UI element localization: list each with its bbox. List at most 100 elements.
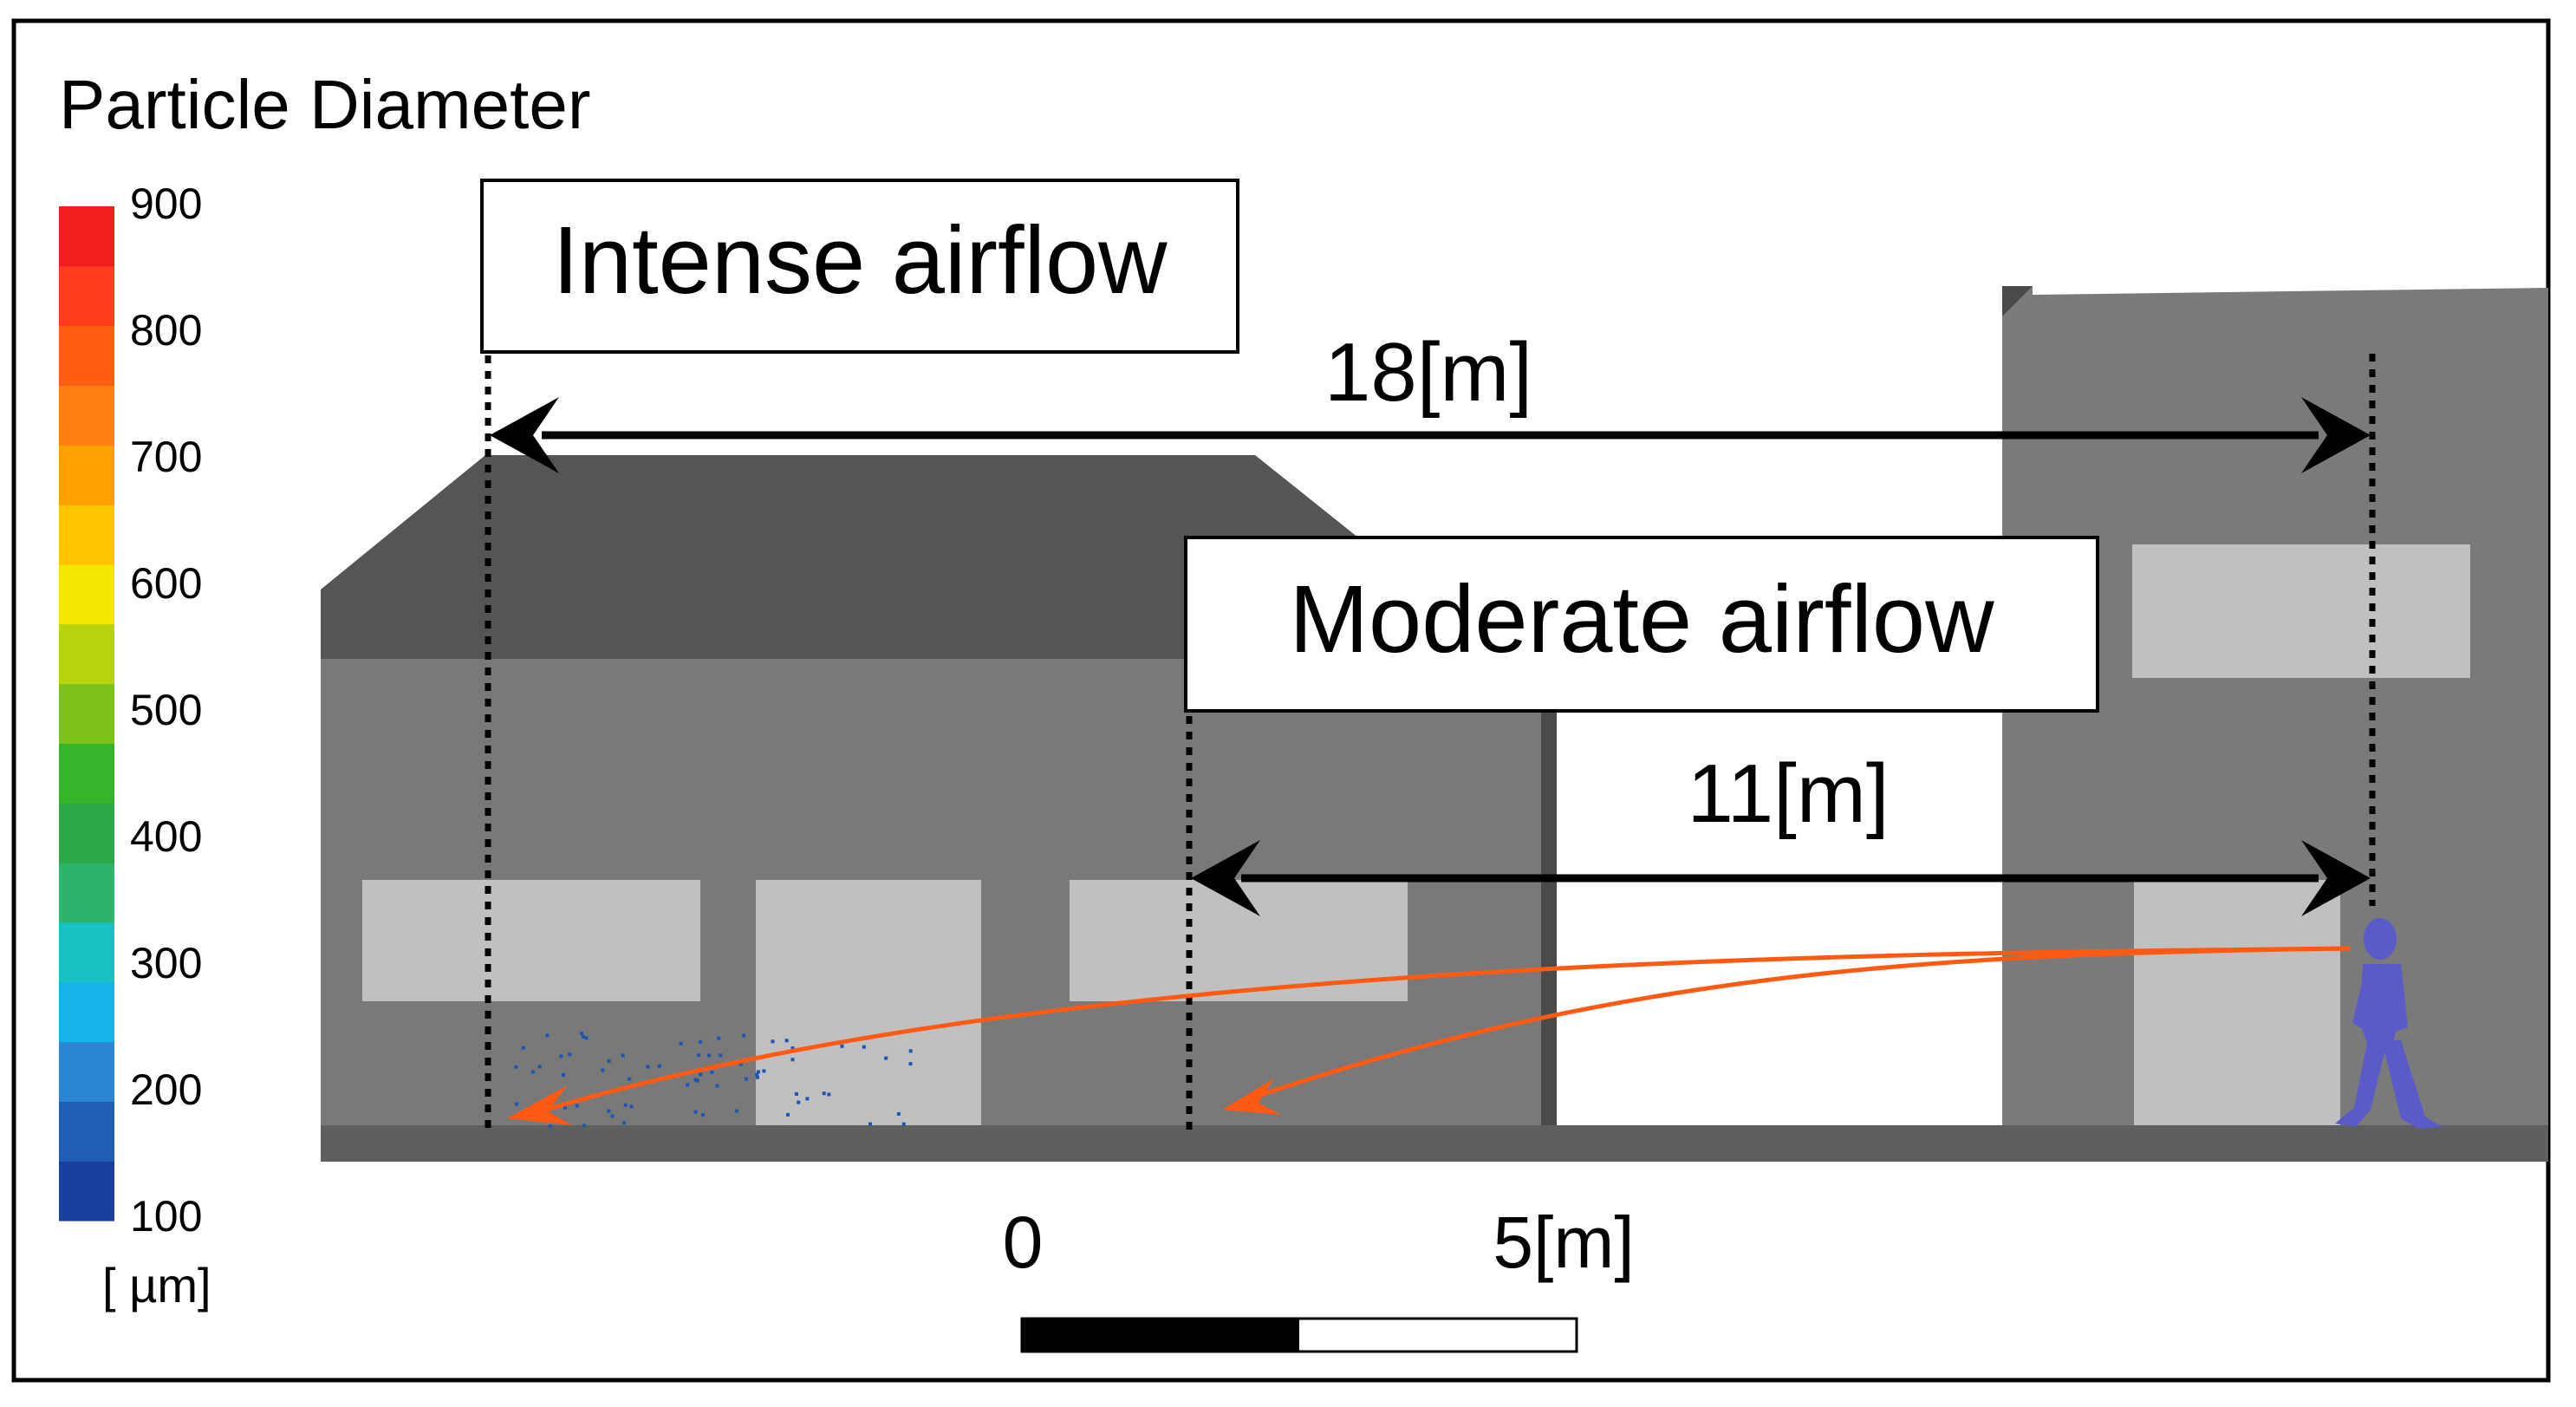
particle xyxy=(701,1113,705,1117)
particle xyxy=(762,1069,766,1073)
particle xyxy=(601,1068,605,1072)
particle xyxy=(695,1078,699,1083)
tick-label-900: 900 xyxy=(130,179,202,228)
colorbar-segment xyxy=(59,265,114,327)
colorbar-segment xyxy=(59,1101,114,1162)
door-window xyxy=(2134,880,2340,1127)
particle xyxy=(621,1053,625,1058)
colorbar-segment xyxy=(59,505,114,565)
particle xyxy=(696,1053,700,1058)
particle xyxy=(745,1077,748,1081)
person-arm xyxy=(2352,971,2375,1028)
particle xyxy=(901,1122,906,1126)
colorbar-segment xyxy=(59,743,114,804)
particle xyxy=(607,1059,611,1063)
arrowhead-right-18m xyxy=(2301,397,2371,473)
person-head xyxy=(2364,918,2397,960)
left-building-roof xyxy=(321,455,1380,668)
dimension-arrows xyxy=(490,397,2371,916)
particle xyxy=(686,1083,690,1087)
particle xyxy=(646,1065,650,1069)
particle xyxy=(515,1102,519,1106)
particle xyxy=(868,1122,872,1126)
particle xyxy=(679,1041,683,1045)
colorbar-segment xyxy=(59,683,114,745)
particle xyxy=(623,1103,628,1107)
particle xyxy=(771,1039,775,1044)
person-leg-front xyxy=(2382,1040,2443,1129)
particle xyxy=(840,1044,844,1048)
scale-bar-end-label: 5[m] xyxy=(1493,1202,1634,1283)
colorbar-ticks: 900 800 700 600 500 400 300 200 100 xyxy=(130,179,202,1241)
particle xyxy=(530,1070,535,1074)
reference-lines xyxy=(485,354,2376,1130)
particle xyxy=(756,1075,759,1079)
colorbar-segment xyxy=(59,1161,114,1221)
particle xyxy=(784,1039,789,1043)
ground-strip xyxy=(321,1125,2548,1162)
moderate-airflow-label: Moderate airflow xyxy=(1289,566,1994,673)
particle xyxy=(607,1109,611,1113)
colorbar-segment xyxy=(59,922,114,983)
particle xyxy=(582,1035,585,1039)
tick-label-100: 100 xyxy=(130,1192,202,1241)
tick-label-800: 800 xyxy=(130,306,202,355)
particle xyxy=(719,1053,723,1058)
colorbar xyxy=(59,206,114,1221)
particle xyxy=(580,1032,583,1036)
particle xyxy=(786,1112,790,1117)
tick-label-400: 400 xyxy=(130,812,202,861)
particle xyxy=(575,1104,579,1108)
colorbar-segment xyxy=(59,385,114,446)
particle xyxy=(755,1072,759,1077)
intense-trajectory-arrowhead xyxy=(507,1085,572,1125)
particle xyxy=(610,1114,615,1118)
particle xyxy=(756,1070,760,1074)
particle xyxy=(699,1039,703,1044)
particle xyxy=(628,1077,632,1081)
particle xyxy=(693,1110,698,1114)
walking-person xyxy=(2335,918,2443,1129)
colorbar-segment xyxy=(59,863,114,923)
colorbar-segment xyxy=(59,445,114,505)
particle xyxy=(568,1052,572,1057)
particle xyxy=(908,1062,913,1066)
particle xyxy=(715,1084,719,1088)
colorbar-segment xyxy=(59,803,114,863)
particle xyxy=(699,1072,703,1077)
particle xyxy=(629,1104,634,1109)
particle xyxy=(738,1062,743,1066)
scale-bar-start-label: 0 xyxy=(1003,1202,1044,1283)
particle xyxy=(622,1121,626,1125)
colorbar-segment xyxy=(59,563,114,625)
arrowhead-left-11m xyxy=(1191,840,1260,916)
particle xyxy=(584,1036,589,1040)
colorbar-segment xyxy=(59,325,114,387)
particle xyxy=(896,1111,901,1116)
intense-trajectory xyxy=(545,946,2352,1112)
particle xyxy=(794,1091,798,1096)
particle xyxy=(657,1064,661,1068)
particle xyxy=(545,1033,550,1038)
tick-label-600: 600 xyxy=(130,559,202,608)
particle xyxy=(827,1092,831,1097)
scale-bar-filled xyxy=(1022,1319,1299,1352)
particle xyxy=(884,1056,888,1060)
intense-airflow-box xyxy=(480,179,1239,354)
colorbar-segment xyxy=(59,206,114,267)
scale-bar xyxy=(1020,1317,1578,1353)
arrowhead-right-11m xyxy=(2301,840,2371,916)
particle xyxy=(514,1065,518,1069)
particle xyxy=(790,1058,795,1062)
particle xyxy=(822,1091,826,1096)
intense-airflow-label: Intense airflow xyxy=(552,207,1168,314)
window xyxy=(362,880,700,1001)
legend-title: Particle Diameter xyxy=(59,66,591,143)
particle xyxy=(862,1045,866,1049)
particle xyxy=(805,1097,810,1101)
colorbar-segment xyxy=(59,981,114,1043)
door-window xyxy=(756,880,981,1127)
particle xyxy=(559,1054,563,1059)
particle xyxy=(537,1065,542,1069)
